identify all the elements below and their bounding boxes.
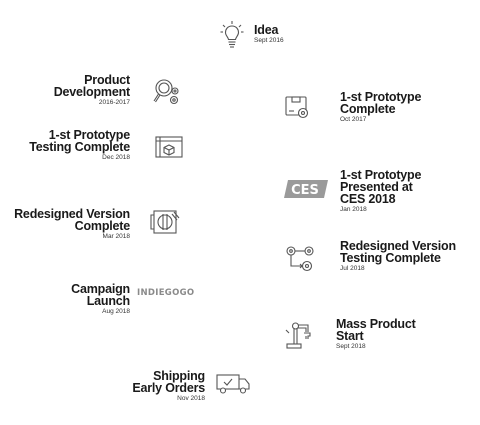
milestone-redesigned-version: Redesigned Version Complete Mar 2018 xyxy=(14,208,130,241)
milestone-title: Shipping xyxy=(153,369,205,383)
milestone-title: CES 2018 xyxy=(340,192,396,206)
milestone-title: Early Orders xyxy=(132,381,205,395)
milestone-campaign-launch: Campaign Launch Aug 2018 xyxy=(71,283,130,316)
milestone-title: 1-st Prototype xyxy=(340,168,422,182)
milestone-title: Campaign xyxy=(71,282,130,296)
milestone-product-development: Product Development 2016-2017 xyxy=(54,74,130,107)
milestone-title: Redesigned Version xyxy=(340,239,456,253)
milestone-presented-ces: 1-st Prototype Presented at CES 2018 Jan… xyxy=(340,169,421,214)
milestone-mass-production: Mass Product Start Sept 2018 xyxy=(336,318,416,351)
milestone-prototype-complete: 1-st Prototype Complete Oct 2017 xyxy=(340,91,421,124)
milestone-title: Idea xyxy=(254,23,279,37)
tools-document-icon xyxy=(150,208,182,236)
milestone-date: Aug 2018 xyxy=(102,308,130,315)
gears-flow-icon xyxy=(285,243,315,273)
milestone-title: Launch xyxy=(86,294,130,308)
milestone-title: 1-st Prototype xyxy=(340,90,422,104)
milestone-title: Mass Product xyxy=(336,317,416,331)
milestone-date: Sept 2018 xyxy=(336,343,366,350)
milestone-title: Complete xyxy=(74,219,131,233)
box-gear-icon xyxy=(285,94,311,120)
blueprint-box-icon xyxy=(154,134,184,160)
milestone-date: Dec 2018 xyxy=(102,154,130,161)
lightbulb-icon xyxy=(220,20,244,50)
milestone-title: Start xyxy=(336,329,364,343)
milestone-date: Jan 2018 xyxy=(340,206,367,213)
milestone-title: Complete xyxy=(340,102,396,116)
milestone-date: Sept 2016 xyxy=(254,37,284,44)
milestone-date: Jul 2018 xyxy=(340,265,365,272)
milestone-title: Testing Complete xyxy=(340,251,441,265)
robotic-arm-icon xyxy=(284,320,314,350)
magnifier-gears-icon xyxy=(153,78,183,106)
milestone-title: Product xyxy=(84,73,130,87)
milestone-date: 2016-2017 xyxy=(98,99,130,106)
milestone-title: Development xyxy=(53,85,130,99)
milestone-title: Presented at xyxy=(340,180,413,194)
milestone-title: Redesigned Version xyxy=(14,207,130,221)
milestone-redesigned-testing: Redesigned Version Testing Complete Jul … xyxy=(340,240,456,273)
ces-logo-text: CES xyxy=(291,183,319,198)
milestone-date: Nov 2018 xyxy=(177,395,205,402)
indiegogo-logo: INDIEGOGO xyxy=(137,288,195,298)
milestone-shipping: Shipping Early Orders Nov 2018 xyxy=(132,370,205,403)
milestone-date: Oct 2017 xyxy=(340,116,367,123)
delivery-truck-icon xyxy=(215,373,251,395)
milestone-title: Testing Complete xyxy=(29,140,130,154)
milestone-prototype-testing: 1-st Prototype Testing Complete Dec 2018 xyxy=(29,129,130,162)
milestone-date: Mar 2018 xyxy=(102,233,130,240)
milestone-idea: Idea Sept 2016 xyxy=(254,24,284,45)
ces-logo: CES xyxy=(284,178,328,200)
milestone-title: 1-st Prototype xyxy=(48,128,130,142)
